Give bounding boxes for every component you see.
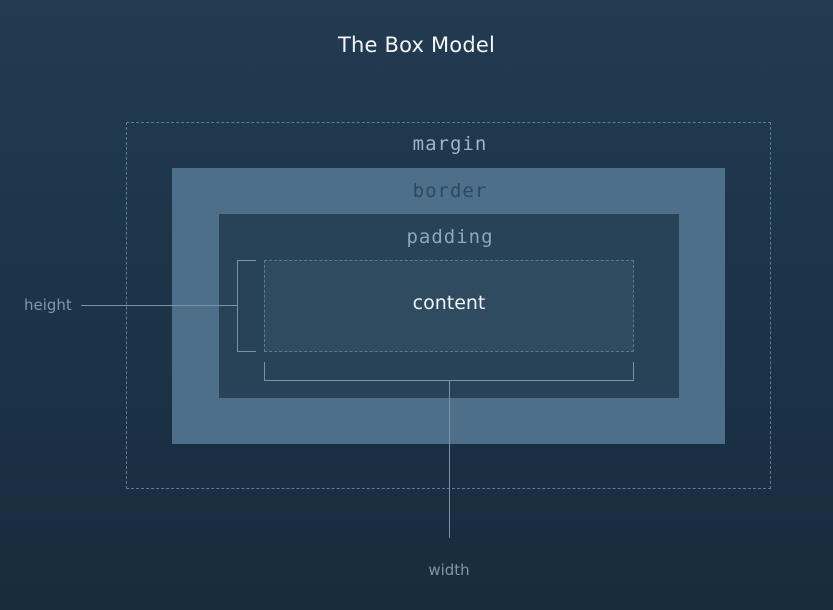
height-label: height	[24, 296, 72, 314]
width-bracket-right-tick	[633, 362, 634, 381]
width-label: width	[428, 561, 470, 579]
margin-label: margin	[412, 133, 488, 155]
diagram-title: The Box Model	[337, 33, 496, 57]
height-bracket-line	[237, 260, 238, 352]
width-bracket-left-tick	[264, 362, 265, 381]
height-connector-line	[81, 305, 237, 306]
padding-label: padding	[406, 226, 494, 248]
height-bracket-top-tick	[237, 260, 256, 261]
width-connector-line	[449, 380, 450, 538]
border-label: border	[412, 180, 488, 202]
content-area	[264, 260, 634, 352]
height-bracket-bottom-tick	[237, 351, 256, 352]
content-label: content	[412, 292, 486, 314]
